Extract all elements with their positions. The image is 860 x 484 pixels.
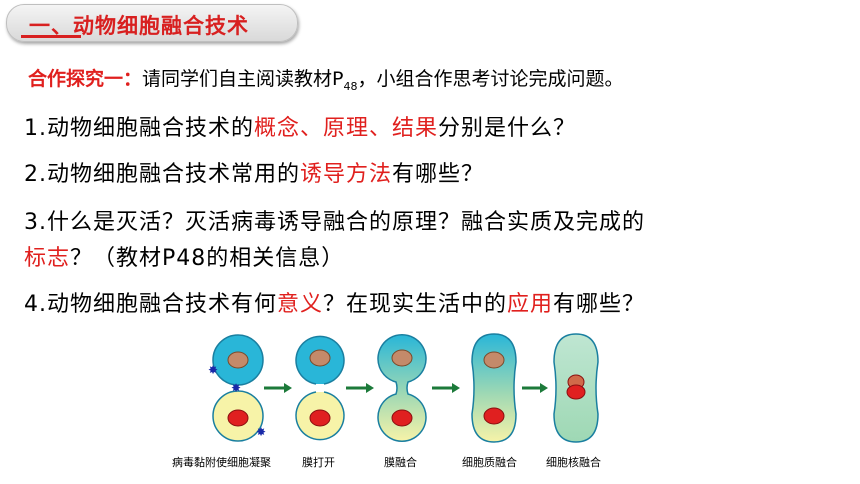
upper-nucleus (483, 351, 505, 369)
question-2-text: 2.动物细胞融合技术常用的 (24, 162, 300, 187)
section-title-pill: 一、动物细胞融合技术 (6, 4, 298, 42)
intro-rest: ，小组合作思考讨论完成问题。 (357, 68, 624, 90)
question-4: 4.动物细胞融合技术有何意义？在现实生活中的应用有哪些？ (24, 286, 645, 318)
stage-membrane-open (295, 335, 345, 441)
lower-nucleus (391, 409, 413, 427)
question-4-highlight-1: 意义 (277, 292, 324, 317)
lower-nucleus (309, 409, 331, 427)
question-4-tail: 有哪些？ (553, 292, 646, 317)
upper-nucleus (227, 351, 249, 369)
virus-icon: ✸ (231, 381, 241, 395)
caption-nucleus-fusion: 细胞核融合 (546, 456, 601, 469)
lower-nucleus (227, 409, 249, 427)
intro-text: 请同学们自主阅读教材P (142, 68, 344, 90)
intro-subscript: 48 (343, 79, 358, 93)
cell-fusion-diagram: ✸ ✸ ✸ (208, 333, 599, 443)
arrow-icon (522, 383, 548, 393)
question-3: 3.什么是灭活？灭活病毒诱导融合的原理？融合实质及完成的 (24, 204, 645, 236)
caption-membrane-open: 膜打开 (302, 456, 335, 469)
fused-cell (471, 333, 517, 443)
stage-membrane-fusion (377, 334, 427, 442)
question-1-highlight: 概念、原理、结果 (254, 116, 439, 141)
stage-nucleus-fusion (553, 333, 599, 443)
virus-icon: ✸ (208, 363, 218, 377)
intro-line: 合作探究一：请同学们自主阅读教材P48，小组合作思考讨论完成问题。 (28, 64, 624, 93)
question-2: 2.动物细胞融合技术常用的诱导方法有哪些？ (24, 156, 484, 188)
fused-nucleus-lower (566, 384, 586, 400)
question-1: 1.动物细胞融合技术的概念、原理、结果分别是什么？ (24, 110, 576, 142)
question-4-text: 4.动物细胞融合技术有何 (24, 292, 277, 317)
question-1-text: 1.动物细胞融合技术的 (24, 116, 254, 141)
question-3-highlight: 标志 (24, 246, 71, 271)
question-1-tail: 分别是什么？ (438, 116, 577, 141)
caption-virus-adhesion: 病毒黏附使细胞凝聚 (172, 456, 271, 469)
stage-virus-adhesion: ✸ ✸ ✸ (208, 334, 266, 442)
question-4-middle: ？在现实生活中的 (323, 292, 508, 317)
virus-icon: ✸ (256, 425, 266, 439)
arrow-icon (432, 383, 460, 393)
upper-nucleus (391, 349, 413, 367)
question-3-line-2: 标志？（教材P48的相关信息） (24, 240, 344, 272)
question-3-text: 3.什么是灭活？灭活病毒诱导融合的原理？融合实质及完成的 (24, 210, 645, 235)
arrow-icon (264, 383, 292, 393)
stage-cytoplasm-fusion (471, 333, 517, 443)
title-underline (21, 35, 81, 38)
section-title: 一、动物细胞融合技术 (29, 14, 249, 38)
question-2-highlight: 诱导方法 (300, 162, 393, 187)
question-4-highlight-2: 应用 (507, 292, 554, 317)
question-3-tail: ？（教材P48的相关信息） (70, 246, 345, 271)
caption-cytoplasm-fusion: 细胞质融合 (462, 456, 517, 469)
upper-nucleus (309, 349, 331, 367)
fusing-cell (377, 334, 427, 442)
question-2-tail: 有哪些？ (392, 162, 485, 187)
lower-nucleus (483, 407, 505, 425)
intro-lead: 合作探究一： (28, 68, 143, 90)
arrow-icon (346, 383, 374, 393)
caption-membrane-fusion: 膜融合 (384, 456, 417, 469)
